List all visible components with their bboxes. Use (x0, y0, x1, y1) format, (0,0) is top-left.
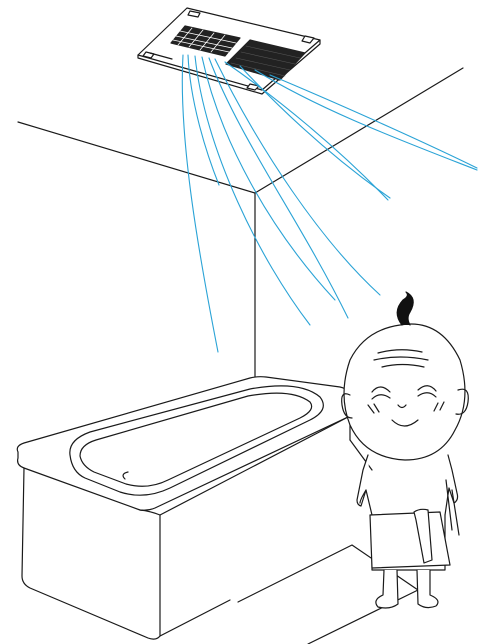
towel-icon (369, 479, 460, 569)
smiling-elderly-man-icon (341, 291, 469, 609)
vent-grille-right (225, 39, 306, 81)
room-walls (17, 67, 464, 391)
bathtub-icon (16, 376, 351, 640)
bathroom-heater-ventilator-icon (137, 7, 321, 95)
airflow-streams (181, 54, 478, 353)
vent-grille-left (170, 25, 241, 57)
